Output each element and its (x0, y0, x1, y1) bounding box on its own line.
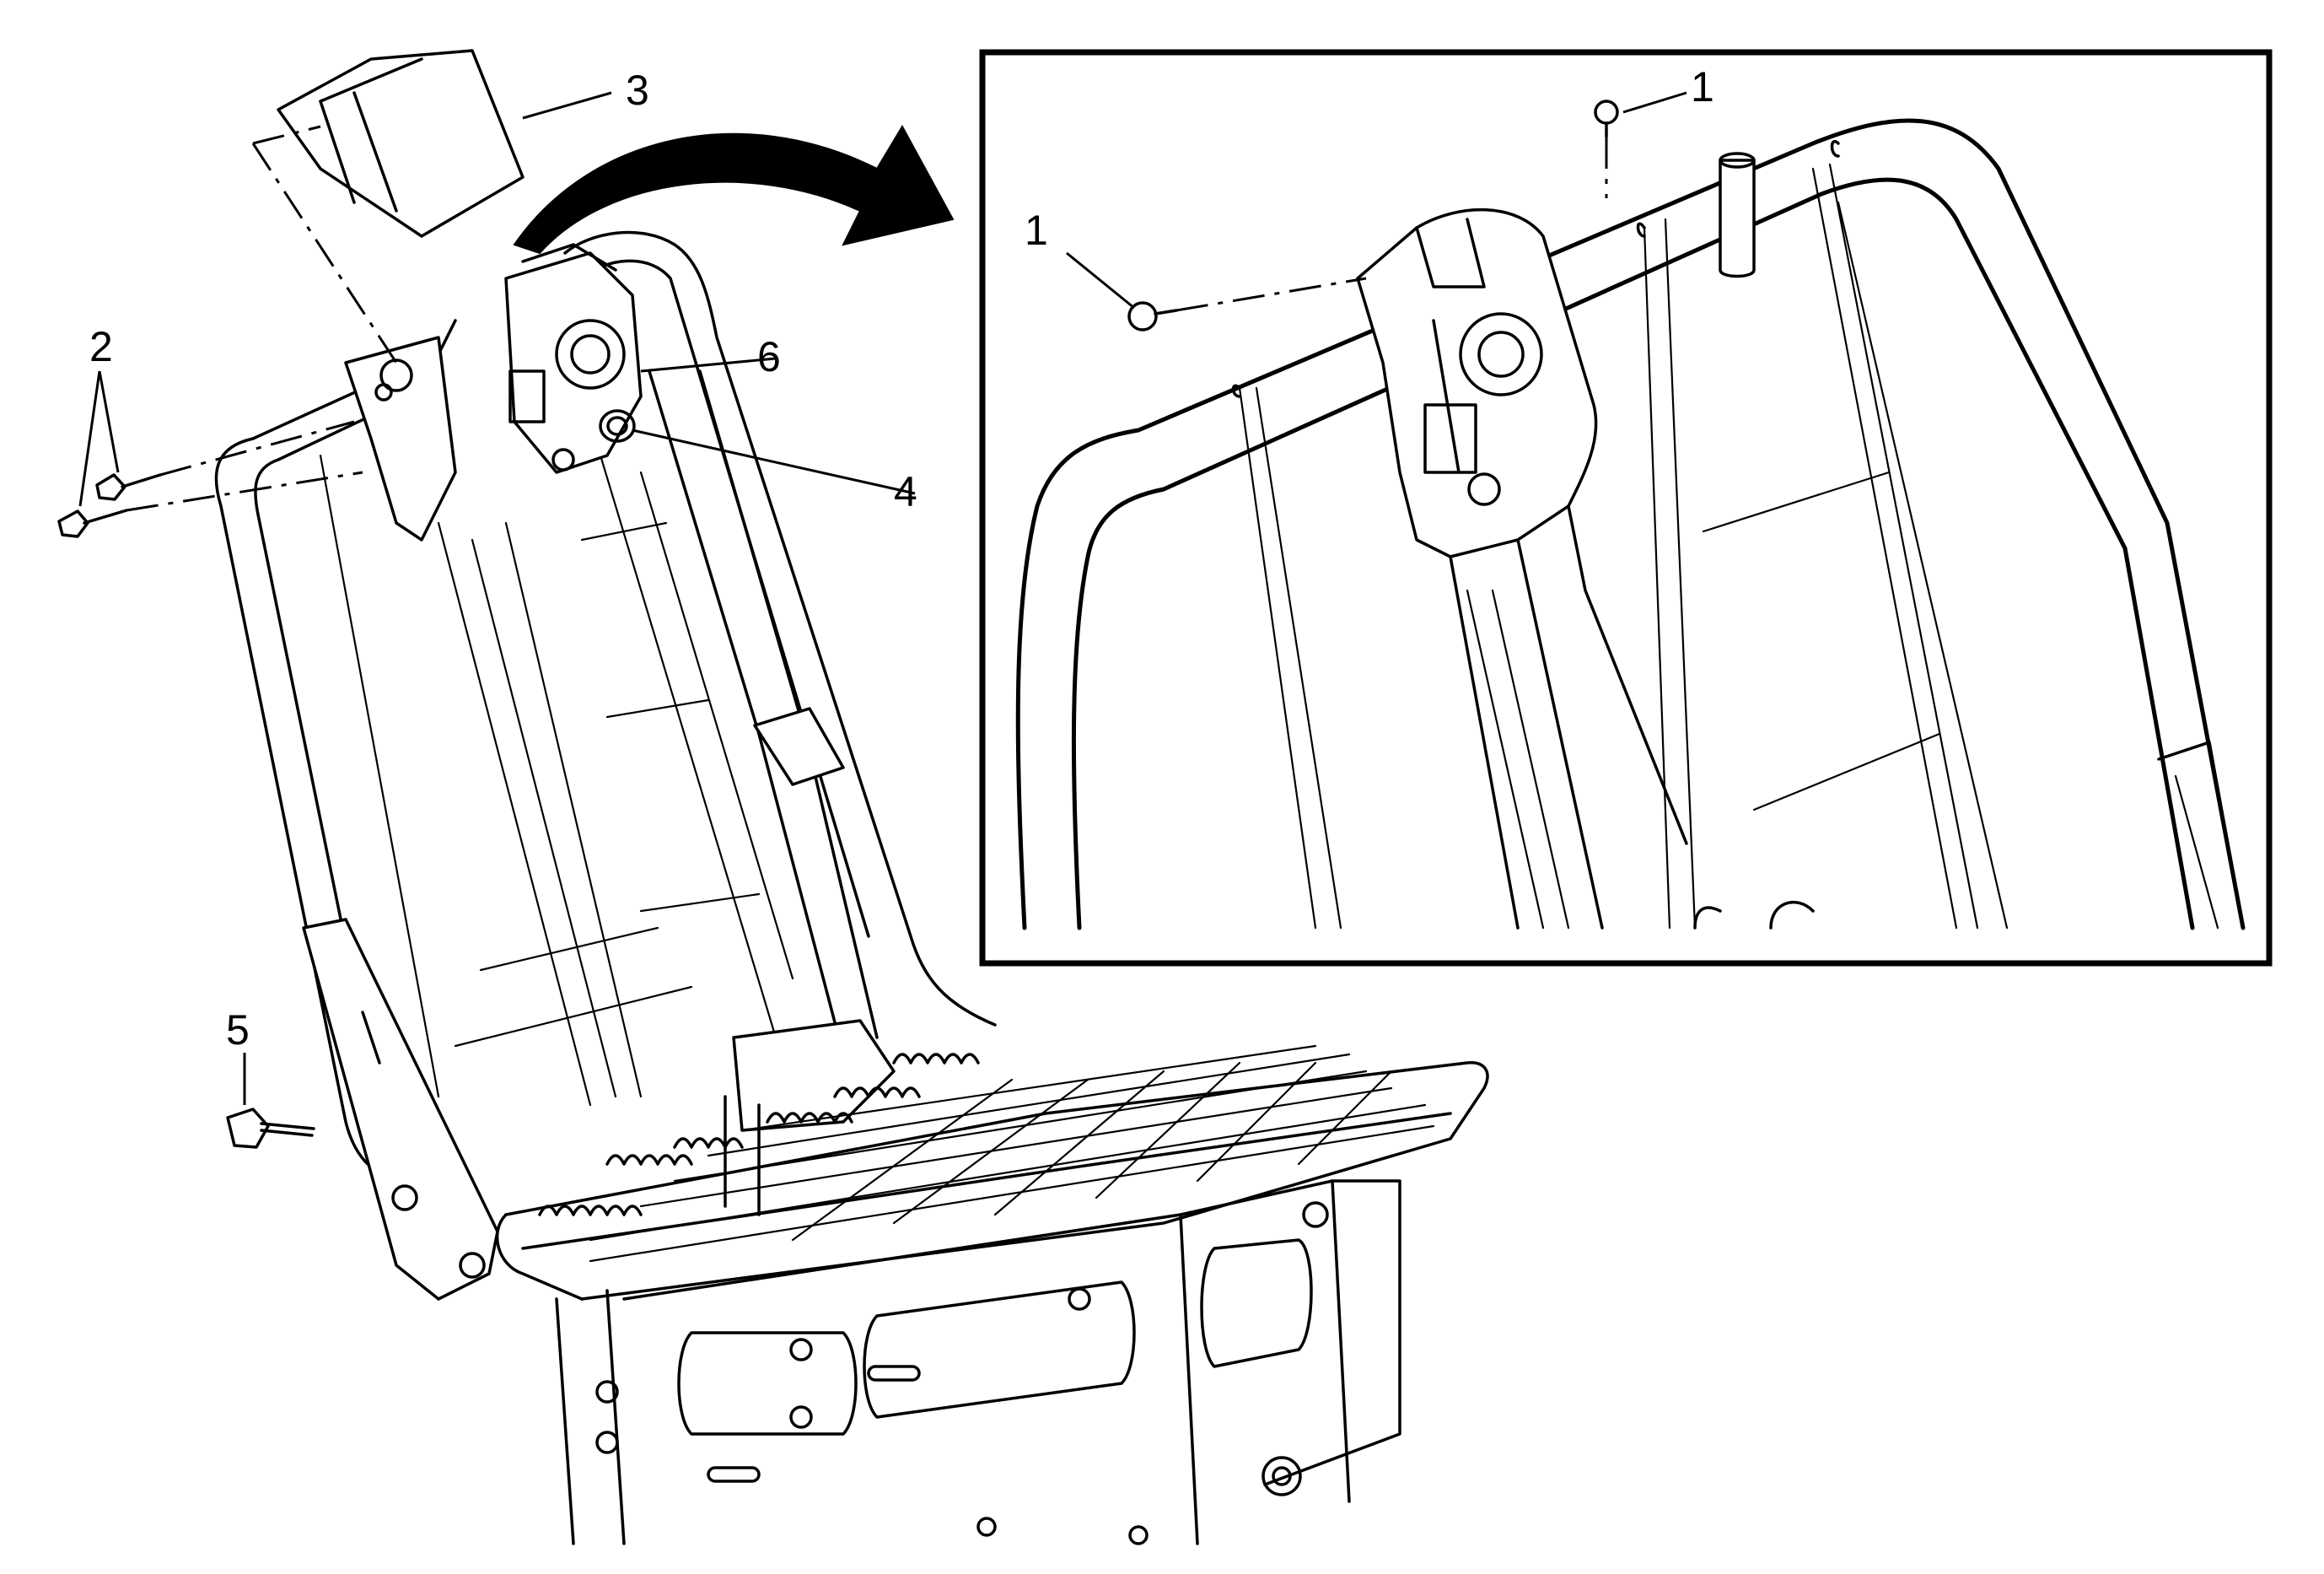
callout-2: 2 (89, 323, 113, 370)
bolt-icon (95, 473, 162, 501)
alignment-line (251, 143, 398, 364)
callout-3: 3 (626, 67, 649, 114)
bolt-icon (226, 1108, 315, 1149)
seat-frame-main (57, 49, 1489, 1545)
callout-6: 6 (757, 333, 781, 380)
alignment-line (252, 125, 321, 145)
detail-inset (979, 49, 2273, 967)
curved-arrow (513, 124, 955, 255)
bushing-icon (599, 409, 636, 443)
callout-1-top: 1 (1691, 63, 1714, 111)
callout-4: 4 (894, 468, 917, 515)
leader-lines (78, 91, 1687, 1105)
callout-5: 5 (226, 1006, 250, 1054)
clip-icon (1594, 100, 1619, 138)
bolt-icon (57, 509, 128, 538)
clip-icon (1127, 301, 1178, 332)
alignment-line (159, 420, 355, 477)
alignment-line (126, 471, 363, 512)
callout-1-left: 1 (1025, 207, 1048, 254)
